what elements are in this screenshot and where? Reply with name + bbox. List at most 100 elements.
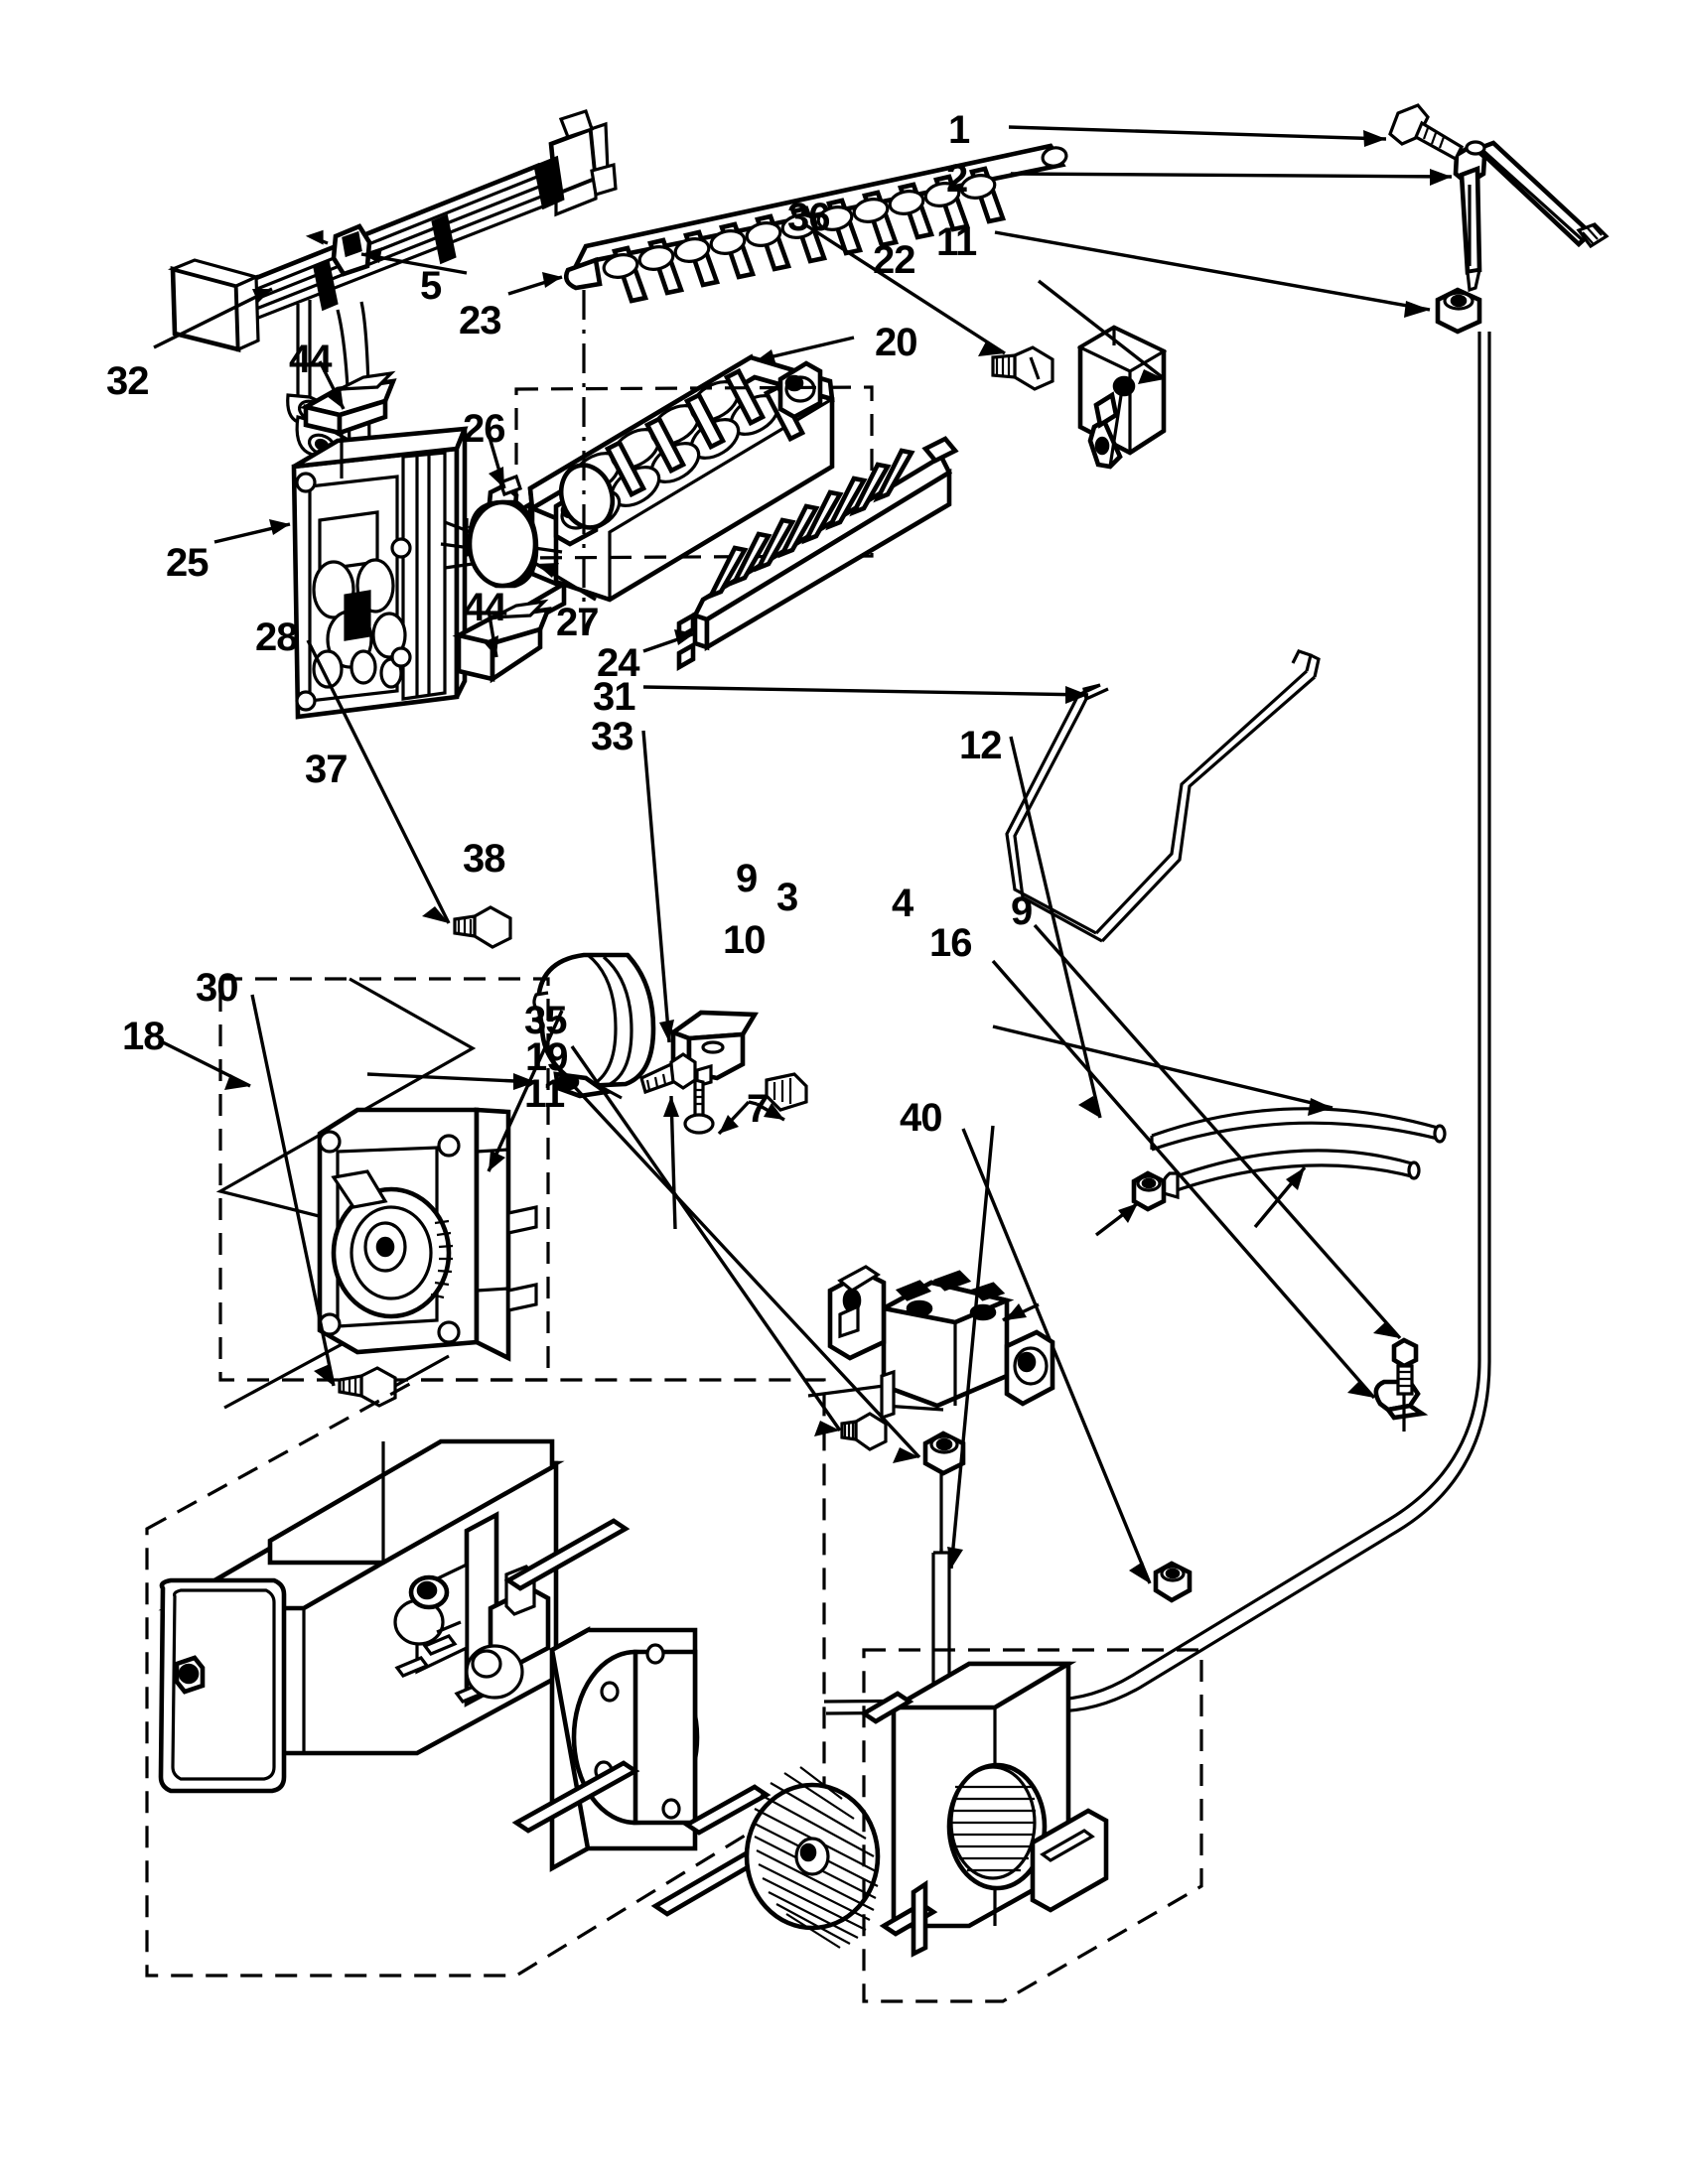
- leader-36: [805, 223, 1006, 356]
- callout-number-12: 12: [959, 724, 1002, 767]
- leader-5: [360, 247, 468, 275]
- part-10-water-inlet-valve: [807, 1265, 1055, 1421]
- part-33-mounting-bracket: [668, 1010, 759, 1089]
- part-23-ejector-blade-shaft: [563, 143, 1068, 304]
- part-18-icemaker-box-assembly: [145, 1378, 1203, 2003]
- callout-number-44-lower: 44: [464, 586, 506, 629]
- leader-31: [642, 685, 1089, 704]
- part-37-motor-cover: [532, 952, 656, 1100]
- callout-number-26: 26: [463, 407, 505, 451]
- leader-3: [1094, 1201, 1140, 1237]
- part-4-water-tube: [1161, 1149, 1421, 1200]
- part-5-wire-clip: [305, 223, 372, 277]
- leader-38: [663, 1095, 679, 1230]
- leader-23: [507, 272, 563, 296]
- part-44-spring-clip-lower: [452, 599, 552, 684]
- part-36-screw: [991, 345, 1054, 391]
- leader-40: [961, 1128, 1152, 1584]
- callout-number-19: 19: [525, 1035, 568, 1079]
- callout-number-5: 5: [420, 264, 442, 308]
- leader-24: [642, 629, 696, 653]
- leader-7: [947, 1125, 995, 1570]
- callout-number-16: 16: [929, 921, 972, 965]
- part-28-screw: [453, 905, 512, 949]
- part-40-nut: [1153, 1561, 1193, 1603]
- callout-number-31: 31: [593, 675, 635, 719]
- callout-number-2: 2: [946, 157, 968, 201]
- part-3-compression-nut: [1131, 1170, 1167, 1212]
- part-1-screw: [1388, 103, 1465, 162]
- callout-number-11-top: 11: [936, 220, 977, 264]
- part-27-motor: [440, 499, 563, 589]
- callout-number-25: 25: [166, 541, 209, 585]
- callout-number-38: 38: [463, 837, 505, 881]
- callout-number-10: 10: [723, 918, 766, 962]
- leader-2: [1010, 169, 1453, 186]
- callout-number-35: 35: [524, 999, 567, 1042]
- callout-number-9-clamp: 9: [1011, 889, 1033, 933]
- part-9-screws-bracket: [683, 1072, 808, 1135]
- callout-number-1: 1: [948, 108, 970, 152]
- callout-number-33: 33: [591, 715, 633, 758]
- callout-number-28: 28: [255, 615, 298, 659]
- leader-37: [366, 1072, 537, 1090]
- leader-30: [250, 994, 336, 1387]
- callout-number-27: 27: [556, 601, 599, 644]
- leader-18: [158, 1038, 251, 1090]
- callout-number-44-upper: 44: [289, 338, 332, 381]
- part-35-motor-assembly-group: [215, 977, 550, 1410]
- leader-9-bracket: [717, 1100, 785, 1136]
- leader-27: [535, 562, 597, 602]
- callout-number-18: 18: [122, 1015, 165, 1058]
- leader-16: [991, 959, 1376, 1400]
- part-32-wire-harness: [167, 108, 618, 490]
- leader-44-upper: [318, 360, 346, 410]
- callout-number-37: 37: [305, 748, 348, 791]
- part-11-nut-top: [1435, 287, 1482, 335]
- part-11-nut-lower: [922, 1431, 966, 1476]
- leader-44-lower: [484, 609, 498, 658]
- leader-32: [153, 287, 273, 349]
- leader-1: [1008, 125, 1387, 147]
- leader-33: [641, 730, 674, 1043]
- leader-25: [213, 519, 291, 544]
- callout-number-7: 7: [747, 1087, 769, 1131]
- part-25-module-housing: [291, 426, 469, 720]
- callout-number-9-bracket: 9: [736, 857, 758, 900]
- part-20-ice-mold-body: [460, 290, 874, 637]
- callout-number-22: 22: [873, 238, 915, 282]
- callout-number-36: 36: [787, 196, 830, 239]
- part-9-clamp-screw: [1391, 1337, 1419, 1396]
- leader-11-lower: [570, 1082, 921, 1463]
- part-19-screw: [840, 1412, 888, 1451]
- callout-number-3: 3: [776, 876, 798, 919]
- callout-number-4: 4: [892, 882, 913, 925]
- part-30-screw: [338, 1354, 450, 1408]
- leader-10: [1002, 1302, 1040, 1322]
- leader-4: [1253, 1165, 1307, 1229]
- part-38-screw: [639, 1052, 697, 1095]
- leader-26: [487, 433, 506, 489]
- leader-28: [306, 639, 451, 924]
- leader-22: [1037, 279, 1167, 384]
- callout-number-11-lower: 11: [524, 1072, 565, 1116]
- callout-number-30: 30: [196, 966, 238, 1010]
- leader-12-tube: [992, 736, 1333, 1119]
- leader-9-clamp: [1033, 923, 1402, 1340]
- part-12-water-tube: [1150, 1107, 1447, 1152]
- callout-number-23: 23: [459, 299, 501, 342]
- callout-number-20: 20: [875, 321, 917, 364]
- leader-20: [756, 336, 855, 365]
- leader-35: [487, 1010, 564, 1172]
- part-24-stripper-comb: [676, 436, 959, 671]
- leader-19: [570, 1045, 842, 1436]
- part-22-water-funnel: [1076, 325, 1168, 470]
- callout-number-24: 24: [597, 641, 639, 685]
- leader-11-top: [994, 230, 1431, 318]
- callout-number-40: 40: [900, 1096, 942, 1140]
- part-2-fill-tube-arm: [1453, 140, 1610, 293]
- callout-number-32: 32: [106, 359, 149, 403]
- part-44-spring-clip-upper: [299, 370, 397, 437]
